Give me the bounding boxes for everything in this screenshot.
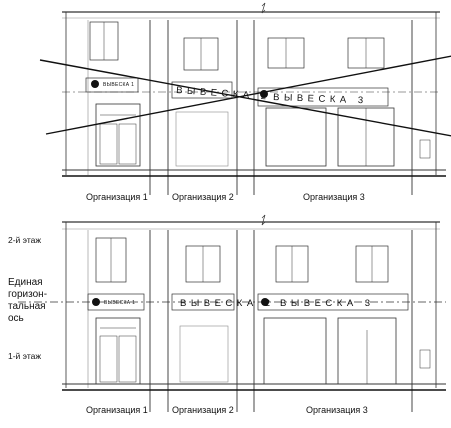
- top-sign-1-dot: [91, 80, 99, 88]
- first-floor-label: 1-й этаж: [8, 351, 41, 361]
- top-org-2-label: Организация 2: [172, 192, 234, 202]
- top-break-mark: [261, 2, 266, 14]
- axis-label-line-4: ось: [8, 313, 24, 324]
- bottom-sign-3-text: ВЫВЕСКА 3: [280, 298, 375, 309]
- bottom-org-3-label: Организация 3: [306, 405, 368, 415]
- bottom-shopfront-3a: [263, 317, 327, 385]
- top-plaque: [419, 139, 431, 159]
- bottom-sign-1-text: ВЫВЕСКА 1: [104, 300, 135, 306]
- bottom-window-shop-2: [179, 325, 229, 383]
- top-door-1: [95, 103, 141, 167]
- bottom-plaque: [419, 349, 431, 369]
- top-shopfront-3a: [265, 107, 327, 167]
- bottom-sign-1-dot: [92, 298, 100, 306]
- top-sign-board-3: [257, 87, 389, 107]
- bottom-door-1-leaf-left: [99, 335, 118, 383]
- bottom-org-1-label: Организация 1: [86, 405, 148, 415]
- top-sign-3-text: ВЫВЕСКА 3: [273, 92, 368, 106]
- top-org-3-label: Организация 3: [303, 192, 365, 202]
- axis-label-line-3: тальная: [8, 301, 46, 312]
- top-org-1-label: Организация 1: [86, 192, 148, 202]
- top-door-1-leaf-left: [99, 123, 118, 165]
- bottom-org-2-label: Организация 2: [172, 405, 234, 415]
- top-facade: [62, 2, 446, 195]
- cross-out-mark: [39, 55, 451, 137]
- top-sign-board-2: [171, 81, 233, 99]
- top-door-1-leaf-right: [118, 123, 137, 165]
- bottom-break-mark: [261, 214, 266, 226]
- axis-label-line-1: Единая: [8, 277, 43, 288]
- axis-label-line-2: горизон-: [8, 289, 47, 300]
- top-window-shop-2: [175, 111, 229, 167]
- bottom-sign-3-dot: [261, 298, 269, 306]
- bottom-door-1-leaf-right: [118, 335, 137, 383]
- bottom-facade: [18, 214, 446, 412]
- cross-line-1: [39, 59, 451, 137]
- bottom-sign-board-2: [171, 293, 235, 311]
- bottom-sign-2-text: ВЫВЕСКА 2: [180, 298, 275, 309]
- top-sign-1-text: ВЫВЕСКА 1: [103, 82, 134, 88]
- cross-line-2: [45, 55, 451, 135]
- second-floor-label: 2-й этаж: [8, 235, 41, 245]
